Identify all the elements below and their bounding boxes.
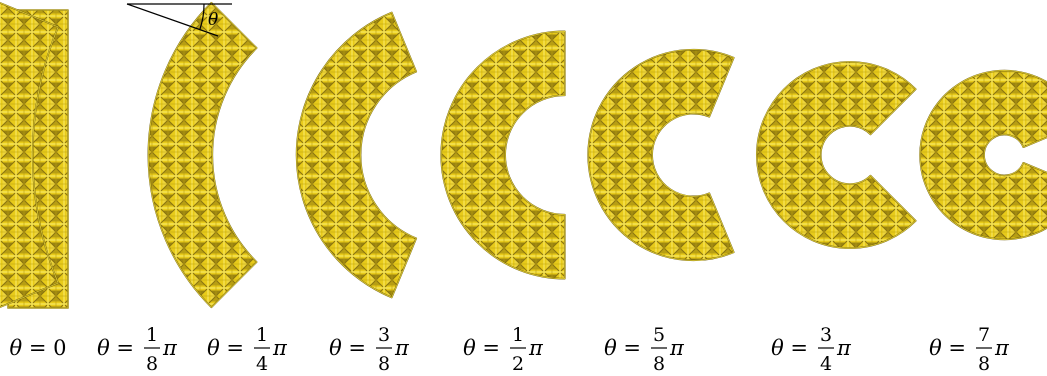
caption-numerator: 3: [820, 324, 832, 346]
caption-denominator: 8: [653, 353, 665, 375]
caption-numerator: 1: [256, 324, 268, 346]
lattice-shape-2: [147, 1, 258, 309]
caption-value: 0: [53, 336, 66, 360]
caption-denominator: 4: [256, 353, 268, 375]
lattice-shape-7: [919, 69, 1047, 241]
caption-pi: π: [669, 336, 685, 360]
caption-numerator: 3: [378, 324, 390, 346]
caption-pi: π: [994, 336, 1010, 360]
lattice-shape-1: [0, 1, 59, 309]
lattice-shape-4: [440, 30, 566, 280]
lattice-shape-5: [587, 48, 735, 262]
caption-pi: π: [162, 336, 178, 360]
lattice-shape-3: [295, 11, 418, 299]
caption-denominator: 8: [378, 353, 390, 375]
caption-lhs: θ =: [771, 336, 808, 360]
caption-denominator: 8: [978, 353, 990, 375]
caption-numerator: 1: [512, 324, 524, 346]
caption-1: θ = 1 8π: [97, 324, 178, 375]
caption-3: θ = 3 8π: [329, 324, 410, 375]
caption-6: θ = 3 4π: [771, 324, 852, 375]
caption-lhs: θ =: [929, 336, 966, 360]
caption-numerator: 5: [653, 324, 665, 346]
caption-text: θ = 0: [10, 336, 67, 360]
caption-pi: π: [272, 336, 288, 360]
caption-denominator: 8: [146, 353, 158, 375]
caption-numerator: 7: [978, 324, 990, 346]
caption-7: θ = 7 8π: [929, 324, 1010, 375]
lattice-shape-6: [756, 61, 917, 249]
caption-pi: π: [836, 336, 852, 360]
caption-lhs: θ =: [97, 336, 134, 360]
caption-lhs: θ =: [604, 336, 641, 360]
caption-lhs: θ =: [463, 336, 500, 360]
caption-2: θ = 1 4π: [207, 324, 288, 375]
theta-angle-indicator: θ: [126, 3, 232, 37]
caption-denominator: 2: [512, 353, 524, 375]
caption-lhs: θ =: [207, 336, 244, 360]
caption-pi: π: [394, 336, 410, 360]
caption-0: θ = 0: [10, 336, 67, 360]
theta-indicator-symbol: θ: [208, 10, 218, 30]
caption-denominator: 4: [820, 353, 832, 375]
caption-4: θ = 1 2π: [463, 324, 544, 375]
caption-pi: π: [528, 336, 544, 360]
caption-lhs: θ =: [329, 336, 366, 360]
caption-numerator: 1: [146, 324, 158, 346]
caption-5: θ = 5 8π: [604, 324, 685, 375]
